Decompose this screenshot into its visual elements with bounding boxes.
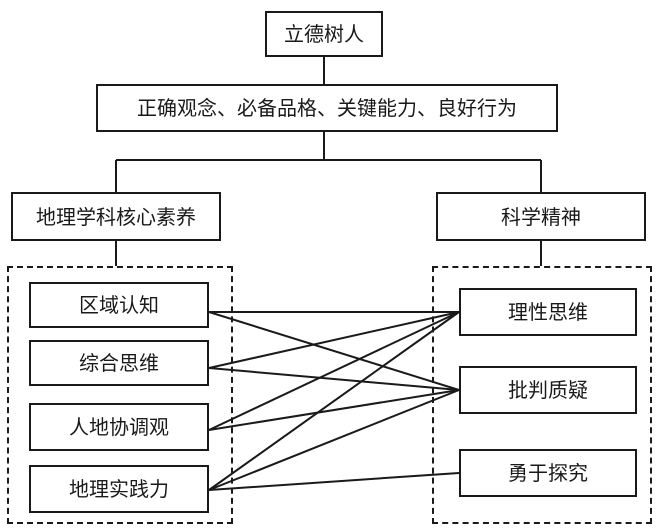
link-1-to-2 <box>208 311 460 391</box>
link-4-to-1 <box>208 311 460 491</box>
node-right-item-1: 理性思维 <box>459 288 637 336</box>
right-group-dashed <box>432 266 652 524</box>
node-left-item-2: 综合思维 <box>29 340 209 386</box>
node-right-item-3: 勇于探究 <box>459 449 637 497</box>
node-left-item-1: 区域认知 <box>29 282 209 328</box>
link-2-to-1 <box>208 311 460 369</box>
node-left-item-4: 地理实践力 <box>29 465 209 513</box>
node-right-item-2: 批判质疑 <box>459 366 637 414</box>
node-right-header: 科学精神 <box>436 192 646 241</box>
left-group-dashed <box>7 266 233 524</box>
node-second: 正确观念、必备品格、关键能力、良好行为 <box>96 84 558 132</box>
link-4-to-3 <box>208 472 460 491</box>
node-top: 立德树人 <box>265 11 383 57</box>
link-3-to-2 <box>208 389 460 431</box>
link-2-to-2 <box>208 367 460 391</box>
link-3-to-1 <box>208 311 460 431</box>
link-4-to-2 <box>208 389 460 491</box>
node-left-item-3: 人地协调观 <box>29 403 209 451</box>
node-left-header: 地理学科核心素养 <box>11 192 221 241</box>
